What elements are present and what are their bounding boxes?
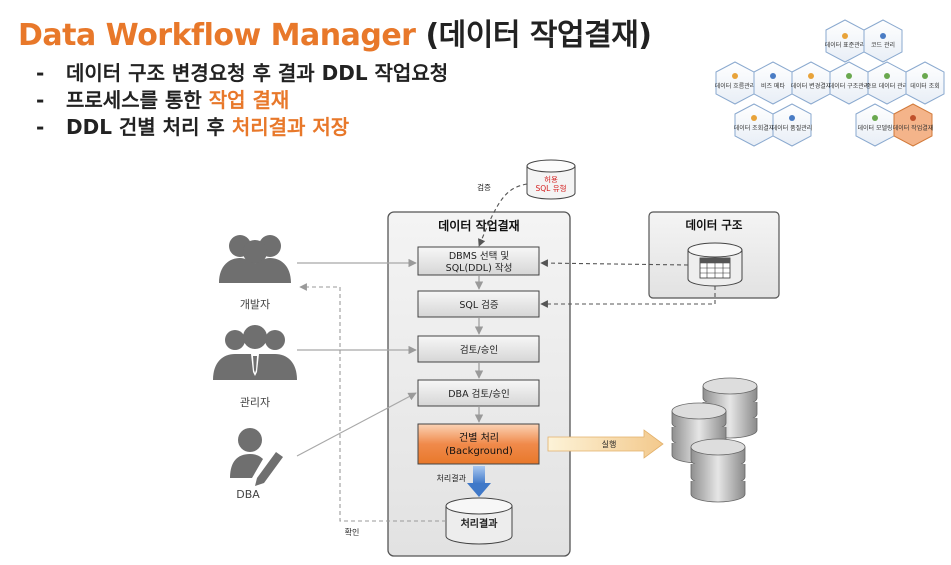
svg-text:데이터 작업결재: 데이터 작업결재 (893, 124, 934, 132)
title-korean: (데이터 작업결재) (425, 18, 652, 53)
result-db-icon (445, 497, 513, 545)
svg-text:데이터 품질관리: 데이터 품질관리 (772, 124, 813, 132)
result-db-label: 처리결과 (461, 517, 499, 530)
hex-module: 데이터 모델링 (855, 103, 895, 147)
developer-icon (219, 235, 291, 283)
svg-text:데이터 흐름관리: 데이터 흐름관리 (715, 82, 756, 90)
title-english: Data Workflow Manager (18, 18, 416, 53)
hex-module: 데이터 표준관리 (825, 19, 866, 63)
manager-icon (213, 325, 297, 380)
bullet-item: -데이터 구조 변경요청 후 결과 DDL 작업요청 (36, 61, 449, 85)
step-dbms-select (417, 246, 540, 276)
hex-module: 코드 관리 (863, 19, 903, 63)
svg-text:데이터 변경결재: 데이터 변경결재 (791, 82, 832, 90)
hex-module: 데이터 조회 (905, 61, 945, 105)
svg-text:데이터 조회: 데이터 조회 (910, 82, 940, 90)
step-batch-process (417, 423, 540, 465)
svg-text:검토/승인: 검토/승인 (460, 344, 498, 356)
svg-text:DBA 검토/승인: DBA 검토/승인 (448, 388, 510, 400)
hex-module-active: 데이터 작업결재 (893, 103, 934, 147)
dba-icon (230, 428, 283, 486)
svg-text:SQL 검증: SQL 검증 (459, 299, 499, 311)
svg-text:코드 관리: 코드 관리 (871, 41, 895, 49)
result-label: 처리결과 (437, 473, 467, 483)
result-down-arrow (467, 466, 491, 497)
hex-module: 데이터 변경결재 (791, 61, 832, 105)
verify-label: 검증 (477, 182, 491, 192)
svg-text:데이터 모델링: 데이터 모델링 (857, 124, 892, 132)
allowed-sql-db-icon (526, 159, 576, 200)
module-hex-cluster: 데이터 표준관리 코드 관리 데이터 흐름관리 비즈 메타 데이터 변경결재 데… (715, 19, 945, 147)
svg-text:비즈 메타: 비즈 메타 (761, 82, 785, 90)
svg-text:건별 처리: 건별 처리 (459, 432, 499, 444)
svg-text:데이터 구조관리: 데이터 구조관리 (829, 82, 870, 90)
svg-text:데이터 표준관리: 데이터 표준관리 (825, 41, 866, 49)
data-structure-db-icon (687, 242, 743, 287)
hex-module: 데이터 구조관리 (829, 61, 870, 105)
bullet-item: -프로세스를 통한 작업 결재 (36, 88, 290, 112)
data-structure-title: 데이터 구조 (686, 218, 743, 232)
svg-text:중요 데이터 관리: 중요 데이터 관리 (866, 82, 908, 90)
allowed-sql-line2: SQL 유형 (535, 184, 566, 193)
svg-text:SQL(DDL) 작성: SQL(DDL) 작성 (446, 263, 513, 274)
hex-module: 데이터 흐름관리 (715, 61, 756, 105)
execute-label: 실행 (602, 439, 617, 449)
svg-text:데이터 조회결재: 데이터 조회결재 (734, 124, 775, 132)
step-dba-review (417, 379, 540, 407)
execute-arrow (547, 429, 664, 459)
allowed-sql-line1: 허용 (544, 175, 558, 184)
svg-text:DBMS 선택 및: DBMS 선택 및 (449, 250, 510, 262)
bullet-list: -데이터 구조 변경요청 후 결과 DDL 작업요청 -프로세스를 통한 작업 … (36, 60, 448, 141)
step-review-approve (417, 335, 540, 363)
workflow-panel-title: 데이터 작업결재 (438, 218, 519, 233)
developer-label: 개발자 (240, 298, 270, 311)
bullet-item: -DDL 건별 처리 후 처리결과 저장 (36, 115, 350, 139)
target-database-icon (671, 377, 758, 503)
svg-text:(Background): (Background) (445, 446, 513, 457)
hex-module: 비즈 메타 (753, 61, 793, 105)
hex-module: 데이터 조회결재 (734, 103, 775, 147)
page-title: Data Workflow Manager (데이터 작업결재) (18, 10, 652, 54)
hex-module: 데이터 품질관리 (772, 103, 813, 147)
manager-label: 관리자 (240, 396, 270, 409)
dba-label: DBA (236, 488, 260, 501)
confirm-label: 확인 (345, 527, 360, 537)
hex-module: 중요 데이터 관리 (866, 61, 908, 105)
